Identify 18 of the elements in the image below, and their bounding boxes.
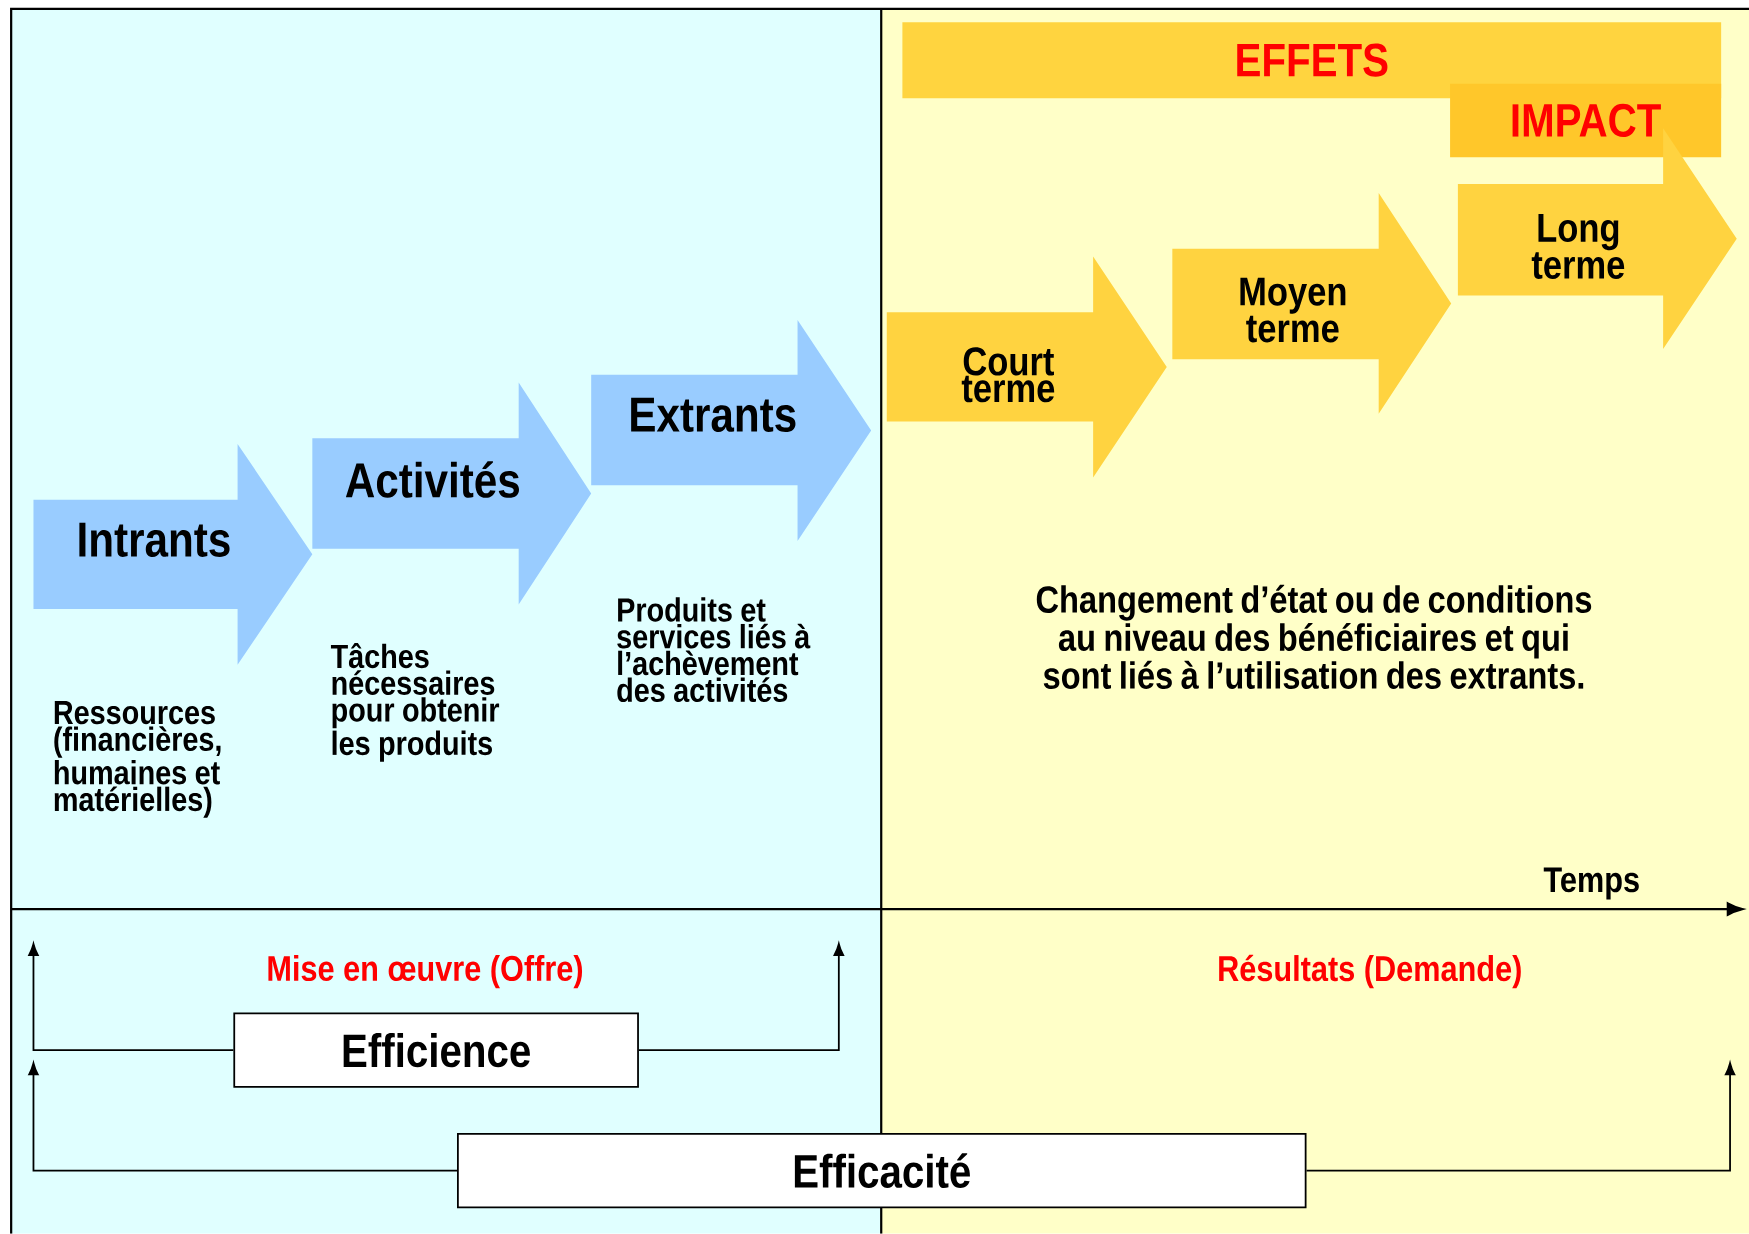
process-step: Court terme [886,256,1167,478]
heading-band: EFFETS [902,22,1722,99]
axis-label: Temps [1543,867,1639,900]
label-box: Efficience [233,1012,639,1089]
arrow [28,1062,458,1172]
process-step: Moyen terme [1172,193,1452,414]
arrow [1305,1062,1736,1172]
process-step: Intrants [33,444,313,665]
heading-band: IMPACT [1450,83,1722,158]
description-text: Produits et services liés à l’achèvement des activités [617,597,811,703]
description-text: Tâches nécessaires pour obtenir les produits [330,643,500,762]
label-box: Efficacité [457,1133,1307,1209]
section-label: Résultats (Demande) [1219,954,1521,989]
arrow [638,943,844,1052]
process-step: Extrants [591,320,872,542]
note-text: Changement d’état ou de conditions au niveau des bénéficiaires et qui sont liés à l’utilisation des extrants. [1036,584,1592,690]
process-step: Activités [312,382,592,605]
description-text: Ressources (financières, humaines et matérielles) [54,701,221,818]
